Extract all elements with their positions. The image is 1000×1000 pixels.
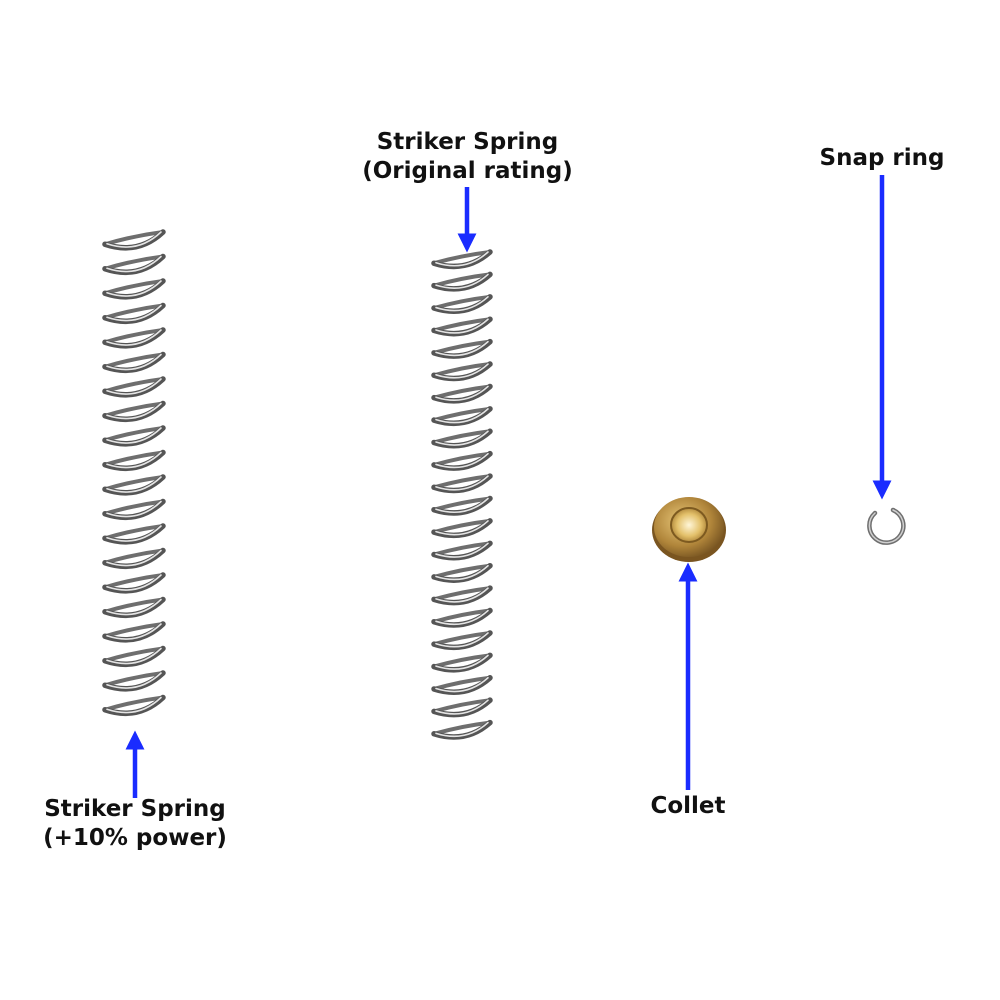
spring-coil-highlight [106, 525, 162, 542]
spring-coil-highlight [435, 497, 489, 513]
spring-coil-highlight [106, 696, 162, 714]
spring-coil-highlight [435, 452, 489, 469]
snap-ring-part [867, 507, 906, 545]
label-striker-spring-original: Striker Spring (Original rating) [345, 128, 590, 186]
spring-coil-highlight [435, 363, 489, 379]
spring-coil-highlight [106, 231, 162, 248]
spring-coil-highlight [435, 564, 489, 581]
spring-plus-10-power [102, 229, 166, 717]
label-line-2: (Original rating) [362, 158, 573, 184]
spring-coil-highlight [435, 654, 489, 670]
label-striker-spring-plus: Striker Spring (+10% power) [30, 795, 240, 853]
spring-coil-highlight [435, 251, 489, 267]
spring-coil-highlight [106, 476, 162, 493]
spring-coil-highlight [106, 623, 162, 640]
spring-coil-highlight [435, 318, 489, 334]
spring-coil-highlight [106, 549, 162, 567]
spring-coil-highlight [106, 598, 162, 616]
spring-coil-highlight [435, 587, 489, 603]
spring-coil-highlight [435, 273, 489, 289]
spring-coil-highlight [435, 296, 489, 312]
spring-coil-highlight [106, 255, 162, 273]
spring-coil-highlight [435, 721, 489, 738]
spring-coil-highlight [435, 699, 489, 715]
spring-coil-highlight [435, 385, 489, 401]
spring-coil-highlight [435, 408, 489, 424]
spring-coil-highlight [106, 280, 162, 297]
spring-coil-highlight [106, 353, 162, 371]
spring-coil-highlight [435, 340, 489, 357]
spring-coil-highlight [435, 609, 489, 626]
spring-coil-highlight [106, 329, 162, 346]
label-line-2: (+10% power) [43, 825, 227, 851]
spring-coil-highlight [106, 574, 162, 591]
label-collet: Collet [638, 792, 738, 821]
spring-coil-highlight [106, 402, 162, 420]
spring-coil-highlight [435, 430, 489, 446]
spring-coil-highlight [106, 378, 162, 395]
spring-coil-highlight [435, 520, 489, 536]
spring-coil-highlight [106, 304, 162, 322]
collet-part [652, 497, 726, 562]
spring-coil-highlight [106, 672, 162, 689]
spring-coil-highlight [106, 451, 162, 469]
spring-coil-highlight [435, 676, 489, 693]
spring-original-rating [431, 249, 493, 740]
spring-coil-highlight [106, 647, 162, 665]
spring-coil-highlight [435, 632, 489, 648]
spring-coil-highlight [106, 427, 162, 444]
label-snap-ring: Snap ring [812, 144, 952, 173]
spring-coil-highlight [435, 475, 489, 491]
spring-coil-highlight [435, 542, 489, 558]
label-line-1: Striker Spring [44, 796, 226, 822]
label-line-1: Striker Spring [376, 129, 559, 155]
spring-coil-highlight [106, 500, 162, 518]
label-line-1: Collet [650, 793, 726, 819]
label-line-1: Snap ring [819, 145, 945, 171]
